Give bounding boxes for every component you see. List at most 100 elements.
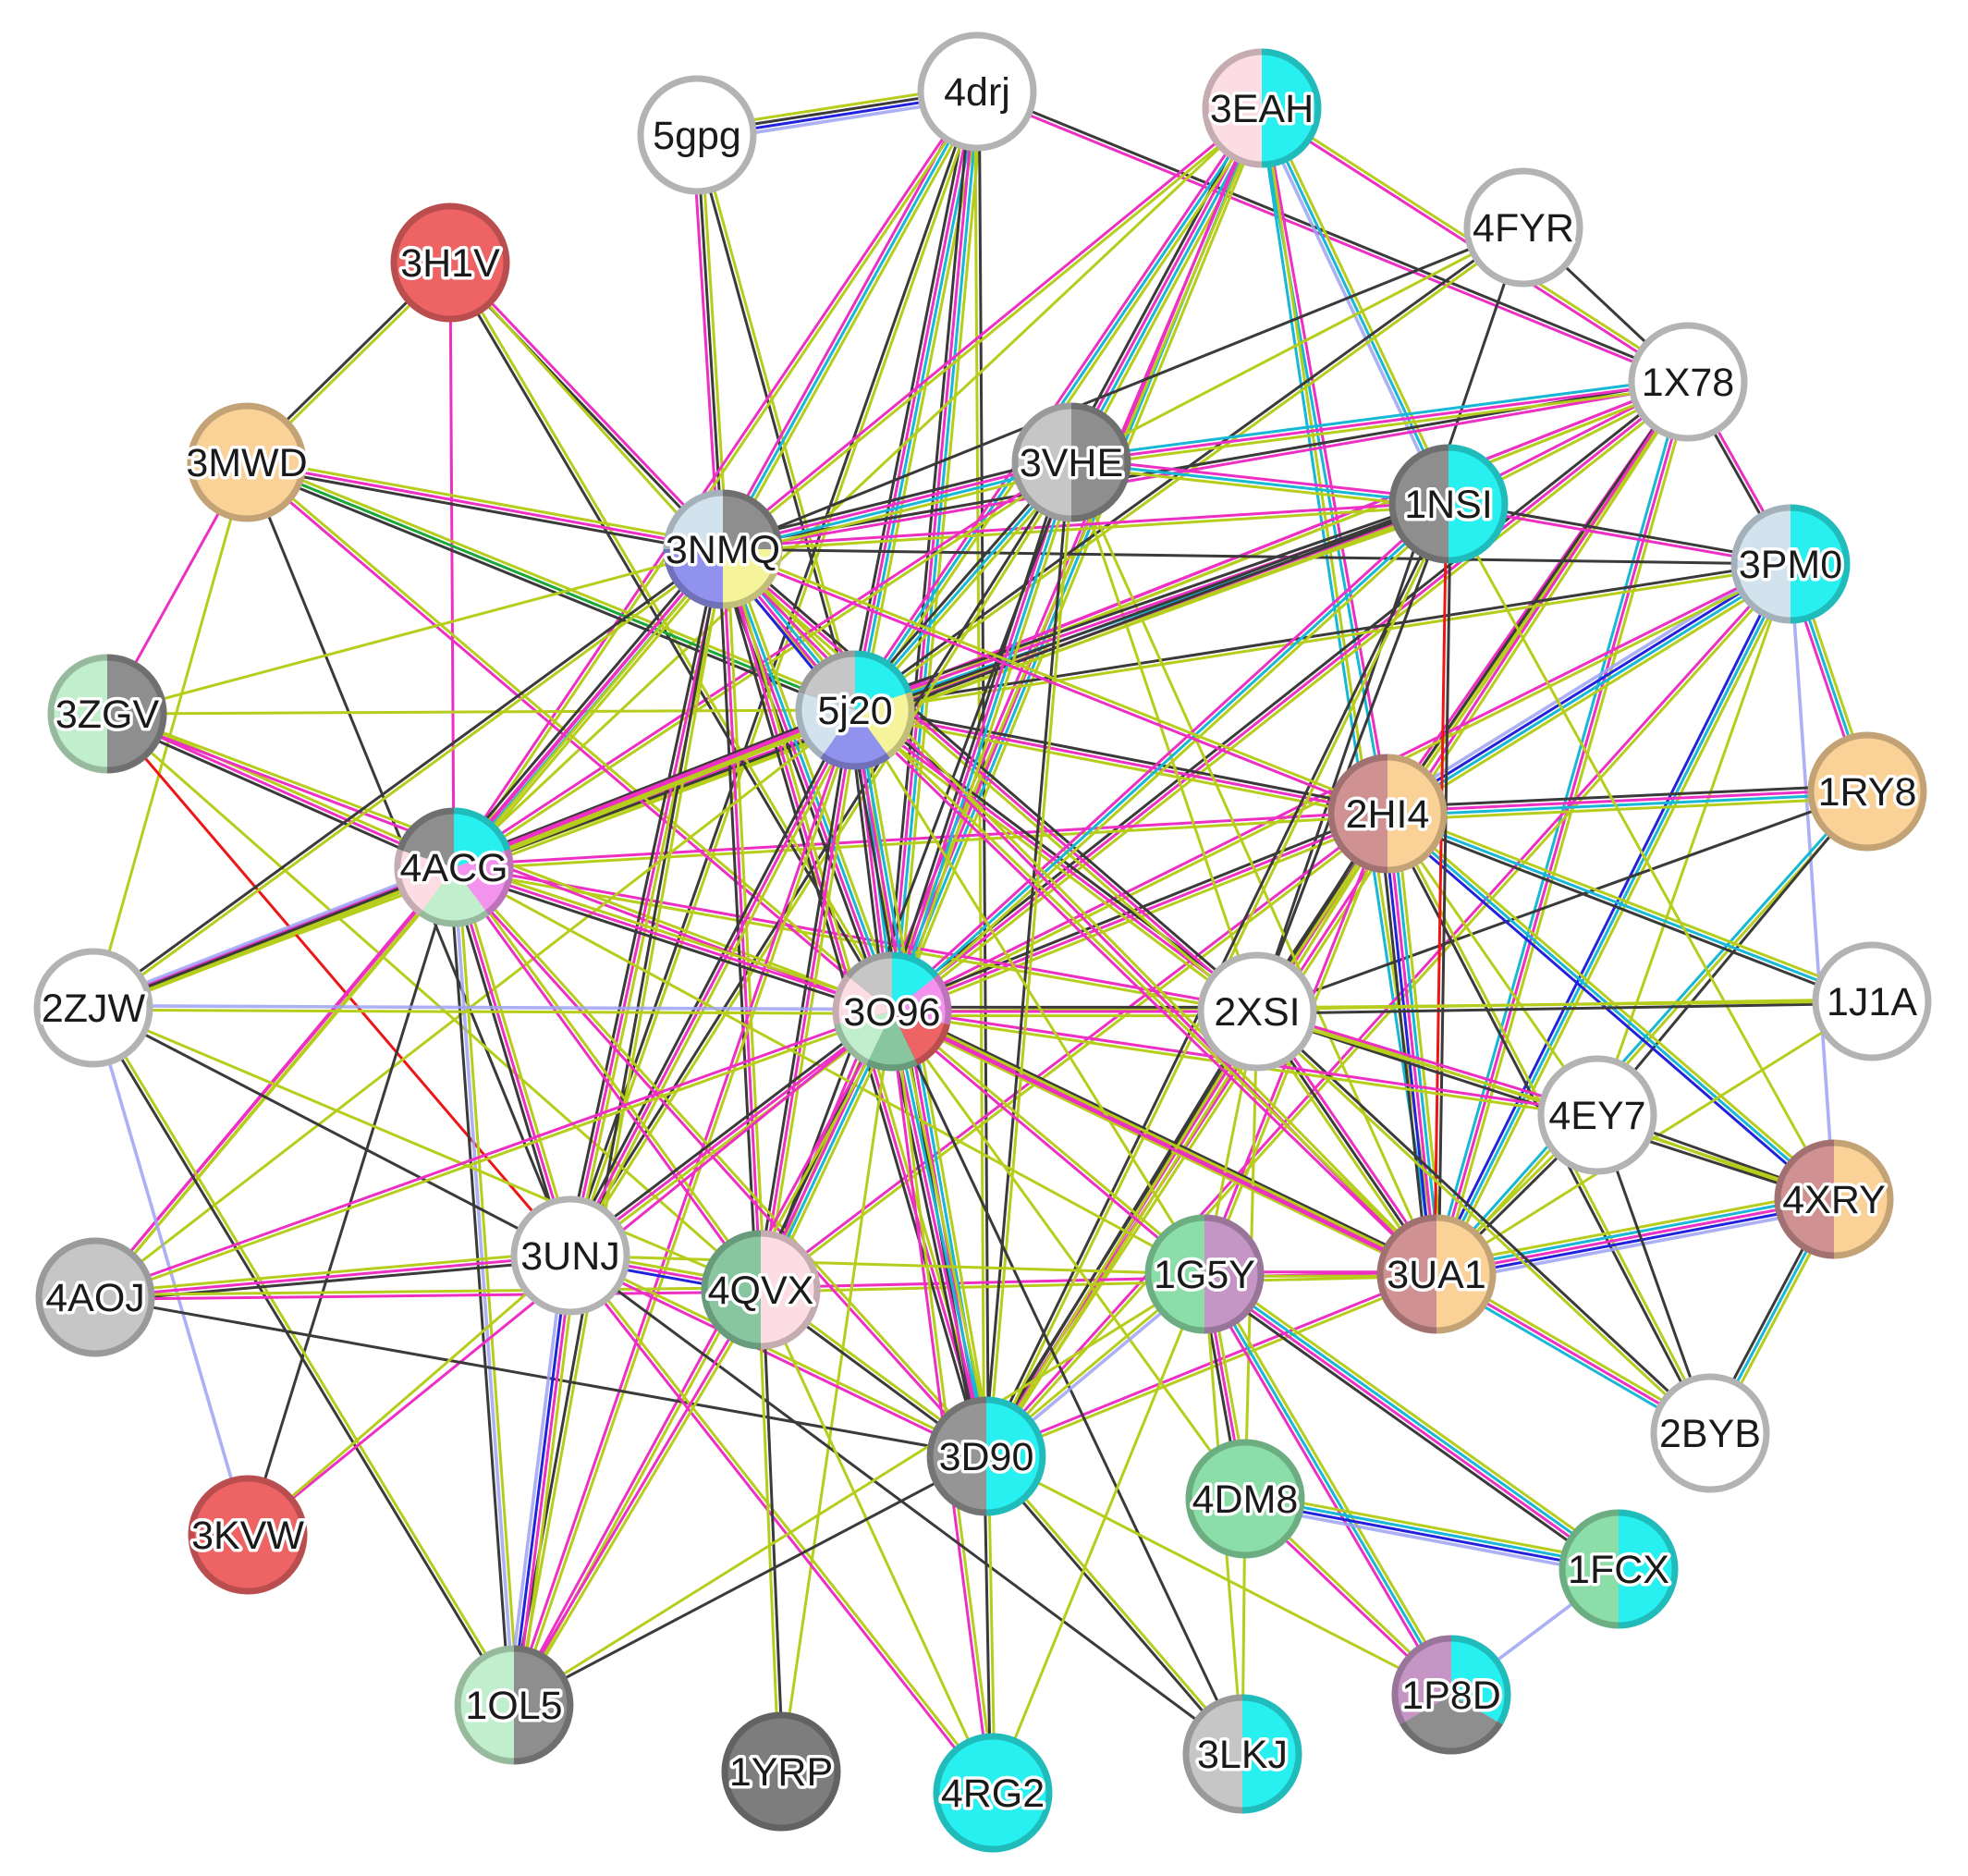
node-fill <box>1192 1445 1299 1552</box>
edge-strand <box>884 1012 982 1458</box>
node-4AOJ[interactable]: 4AOJ <box>35 1237 155 1357</box>
node-1P8D[interactable]: 1P8D <box>1391 1635 1511 1755</box>
node-3ZGV[interactable]: 3ZGV <box>47 654 167 774</box>
edge-5j20-3UNJ <box>565 707 861 1258</box>
node-3UA1[interactable]: 3UA1 <box>1376 1214 1497 1334</box>
node-fill <box>397 209 504 316</box>
node-slice <box>1242 1700 1296 1808</box>
edge-strand <box>723 462 1072 553</box>
edge-strand <box>890 502 1450 1013</box>
node-rim <box>917 31 1037 152</box>
node-2ZJW[interactable]: 2ZJW <box>33 948 153 1068</box>
node-rim <box>1790 504 1851 624</box>
edge-3O96-3UNJ <box>567 1007 896 1260</box>
node-slice <box>1018 409 1071 516</box>
edge-strand <box>892 1009 1207 1274</box>
node-3VHE[interactable]: 3VHE <box>1011 402 1131 522</box>
node-rim <box>1774 1139 1835 1259</box>
node-fill <box>727 1718 835 1825</box>
node-3MWD[interactable]: 3MWD <box>183 402 311 522</box>
node-slice <box>399 851 454 911</box>
node-5j20[interactable]: 5j20 <box>795 650 915 770</box>
node-2BYB[interactable]: 2BYB <box>1650 1373 1770 1493</box>
node-label: 3PM0 <box>1739 543 1842 587</box>
node-slice <box>422 867 486 921</box>
node-4ACG[interactable]: 4ACG <box>394 807 514 927</box>
edge-strand <box>1438 382 1693 1276</box>
edge-strand <box>569 1010 893 1257</box>
edge-5gpg-5j20 <box>693 133 859 712</box>
node-label: 5gpg <box>653 114 741 158</box>
node-fill <box>923 38 1031 145</box>
node-rim <box>1436 1214 1497 1334</box>
edge-strand <box>1204 1270 1621 1569</box>
node-4drj[interactable]: 4drj <box>917 31 1037 152</box>
edge-strand <box>885 460 1067 1011</box>
node-rim <box>1391 1635 1452 1725</box>
node-5gpg[interactable]: 5gpg <box>637 75 757 195</box>
node-1YRP[interactable]: 1YRP <box>721 1711 841 1832</box>
node-3LKJ[interactable]: 3LKJ <box>1182 1694 1302 1814</box>
node-slice <box>1262 55 1315 162</box>
node-2HI4[interactable]: 2HI4 <box>1327 754 1448 874</box>
node-3NMQ[interactable]: 3NMQ <box>662 489 784 609</box>
edge-strand <box>1384 815 1832 1204</box>
edge-strand <box>1203 1273 1453 1696</box>
node-1X78[interactable]: 1X78 <box>1628 322 1748 442</box>
node-rim <box>453 807 511 852</box>
node-3D90[interactable]: 3D90 <box>926 1396 1046 1516</box>
node-4FYR[interactable]: 4FYR <box>1463 167 1583 288</box>
edge-3O96-1OL5 <box>510 1010 896 1707</box>
edge-2ZJW-4QVX <box>92 1006 762 1292</box>
node-rim <box>454 1645 515 1765</box>
node-4XRY[interactable]: 4XRY <box>1774 1139 1894 1259</box>
node-4DM8[interactable]: 4DM8 <box>1185 1439 1305 1559</box>
node-3O96[interactable]: 3O96 <box>832 951 952 1072</box>
node-rim <box>832 974 851 1025</box>
node-3UNJ[interactable]: 3UNJ <box>510 1195 630 1316</box>
node-slice <box>1204 1220 1258 1328</box>
node-3H1V[interactable]: 3H1V <box>390 202 510 323</box>
edge-strand <box>1389 568 1795 821</box>
node-label: 2XSI <box>1214 990 1300 1035</box>
node-1J1A[interactable]: 1J1A <box>1812 941 1932 1061</box>
node-4QVX[interactable]: 4QVX <box>701 1230 821 1350</box>
node-slice <box>1208 55 1262 162</box>
edge-strand <box>1387 564 1793 817</box>
node-slice <box>892 977 946 1024</box>
node-2XSI[interactable]: 2XSI <box>1197 951 1317 1072</box>
node-label: 3D90 <box>939 1435 1034 1479</box>
edge-strand <box>725 92 983 552</box>
node-slice <box>669 496 723 549</box>
edge-strand <box>759 1289 995 1794</box>
node-label: 4EY7 <box>1548 1094 1645 1138</box>
node-3PM0[interactable]: 3PM0 <box>1730 504 1851 624</box>
node-4RG2[interactable]: 4RG2 <box>933 1733 1053 1853</box>
node-3EAH[interactable]: 3EAH <box>1202 48 1322 168</box>
edge-3PM0-5j20 <box>854 560 1791 714</box>
node-1G5Y[interactable]: 1G5Y <box>1144 1214 1265 1334</box>
edge-strand <box>759 709 857 1291</box>
edge-2HI4-4EY7 <box>1386 813 1599 1116</box>
edge-strand <box>1200 1278 1616 1576</box>
node-1RY8[interactable]: 1RY8 <box>1807 731 1927 852</box>
node-3KVW[interactable]: 3KVW <box>188 1475 308 1595</box>
node-1NSI[interactable]: 1NSI <box>1388 444 1509 564</box>
edge-strand <box>855 705 1389 811</box>
edge-3H1V-5j20 <box>448 261 857 712</box>
edge-strand <box>458 552 729 873</box>
node-slice <box>1780 1146 1834 1253</box>
edge-strand <box>983 461 1071 1456</box>
node-4EY7[interactable]: 4EY7 <box>1537 1055 1657 1175</box>
edge-strand <box>761 814 1390 1294</box>
edge-strand <box>1386 813 1599 1116</box>
edge-2BYB-2XSI <box>1254 1009 1713 1436</box>
node-1OL5[interactable]: 1OL5 <box>454 1645 574 1765</box>
node-rim <box>106 654 167 774</box>
edge-strand <box>855 564 1791 714</box>
edge-3UNJ-3KVW <box>247 1254 571 1537</box>
edge-strand <box>723 546 1389 814</box>
edge-3O96-3LKJ <box>890 1011 1244 1755</box>
edge-strand <box>700 134 729 549</box>
node-1FCX[interactable]: 1FCX <box>1559 1509 1679 1629</box>
